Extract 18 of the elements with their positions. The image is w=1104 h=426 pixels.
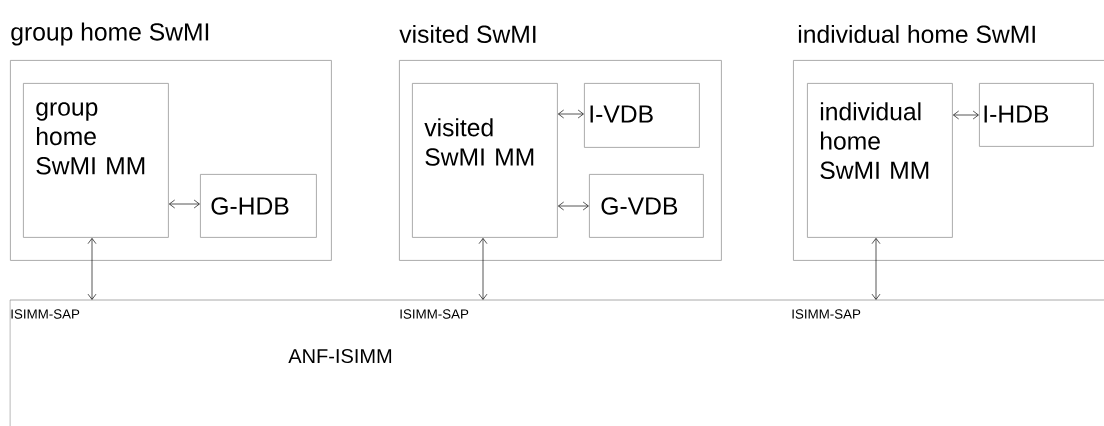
process-box: individual home SwMI MM	[807, 83, 953, 238]
database-box: G-VDB	[589, 174, 704, 238]
process-box: group home SwMI MM	[23, 83, 169, 238]
arrow	[558, 201, 589, 211]
node-label: individual home SwMI	[798, 24, 1035, 44]
arrow	[87, 238, 97, 300]
arrow	[871, 238, 881, 300]
process-box: visited SwMI MM	[412, 83, 558, 238]
function-band: ISIMM-SAP ISIMM-SAP ISIMM-SAP ANF-ISIMM	[9, 299, 1104, 426]
arrow	[953, 110, 979, 120]
database-box: I-VDB	[584, 83, 700, 148]
arrow	[478, 238, 488, 300]
node-label: visited SwMI	[399, 24, 536, 44]
arrow	[169, 199, 200, 209]
node-label: group home SwMI	[11, 22, 209, 46]
arrow	[558, 109, 584, 119]
database-box: I-HDB	[979, 83, 1094, 147]
database-box: G-HDB	[200, 174, 317, 238]
